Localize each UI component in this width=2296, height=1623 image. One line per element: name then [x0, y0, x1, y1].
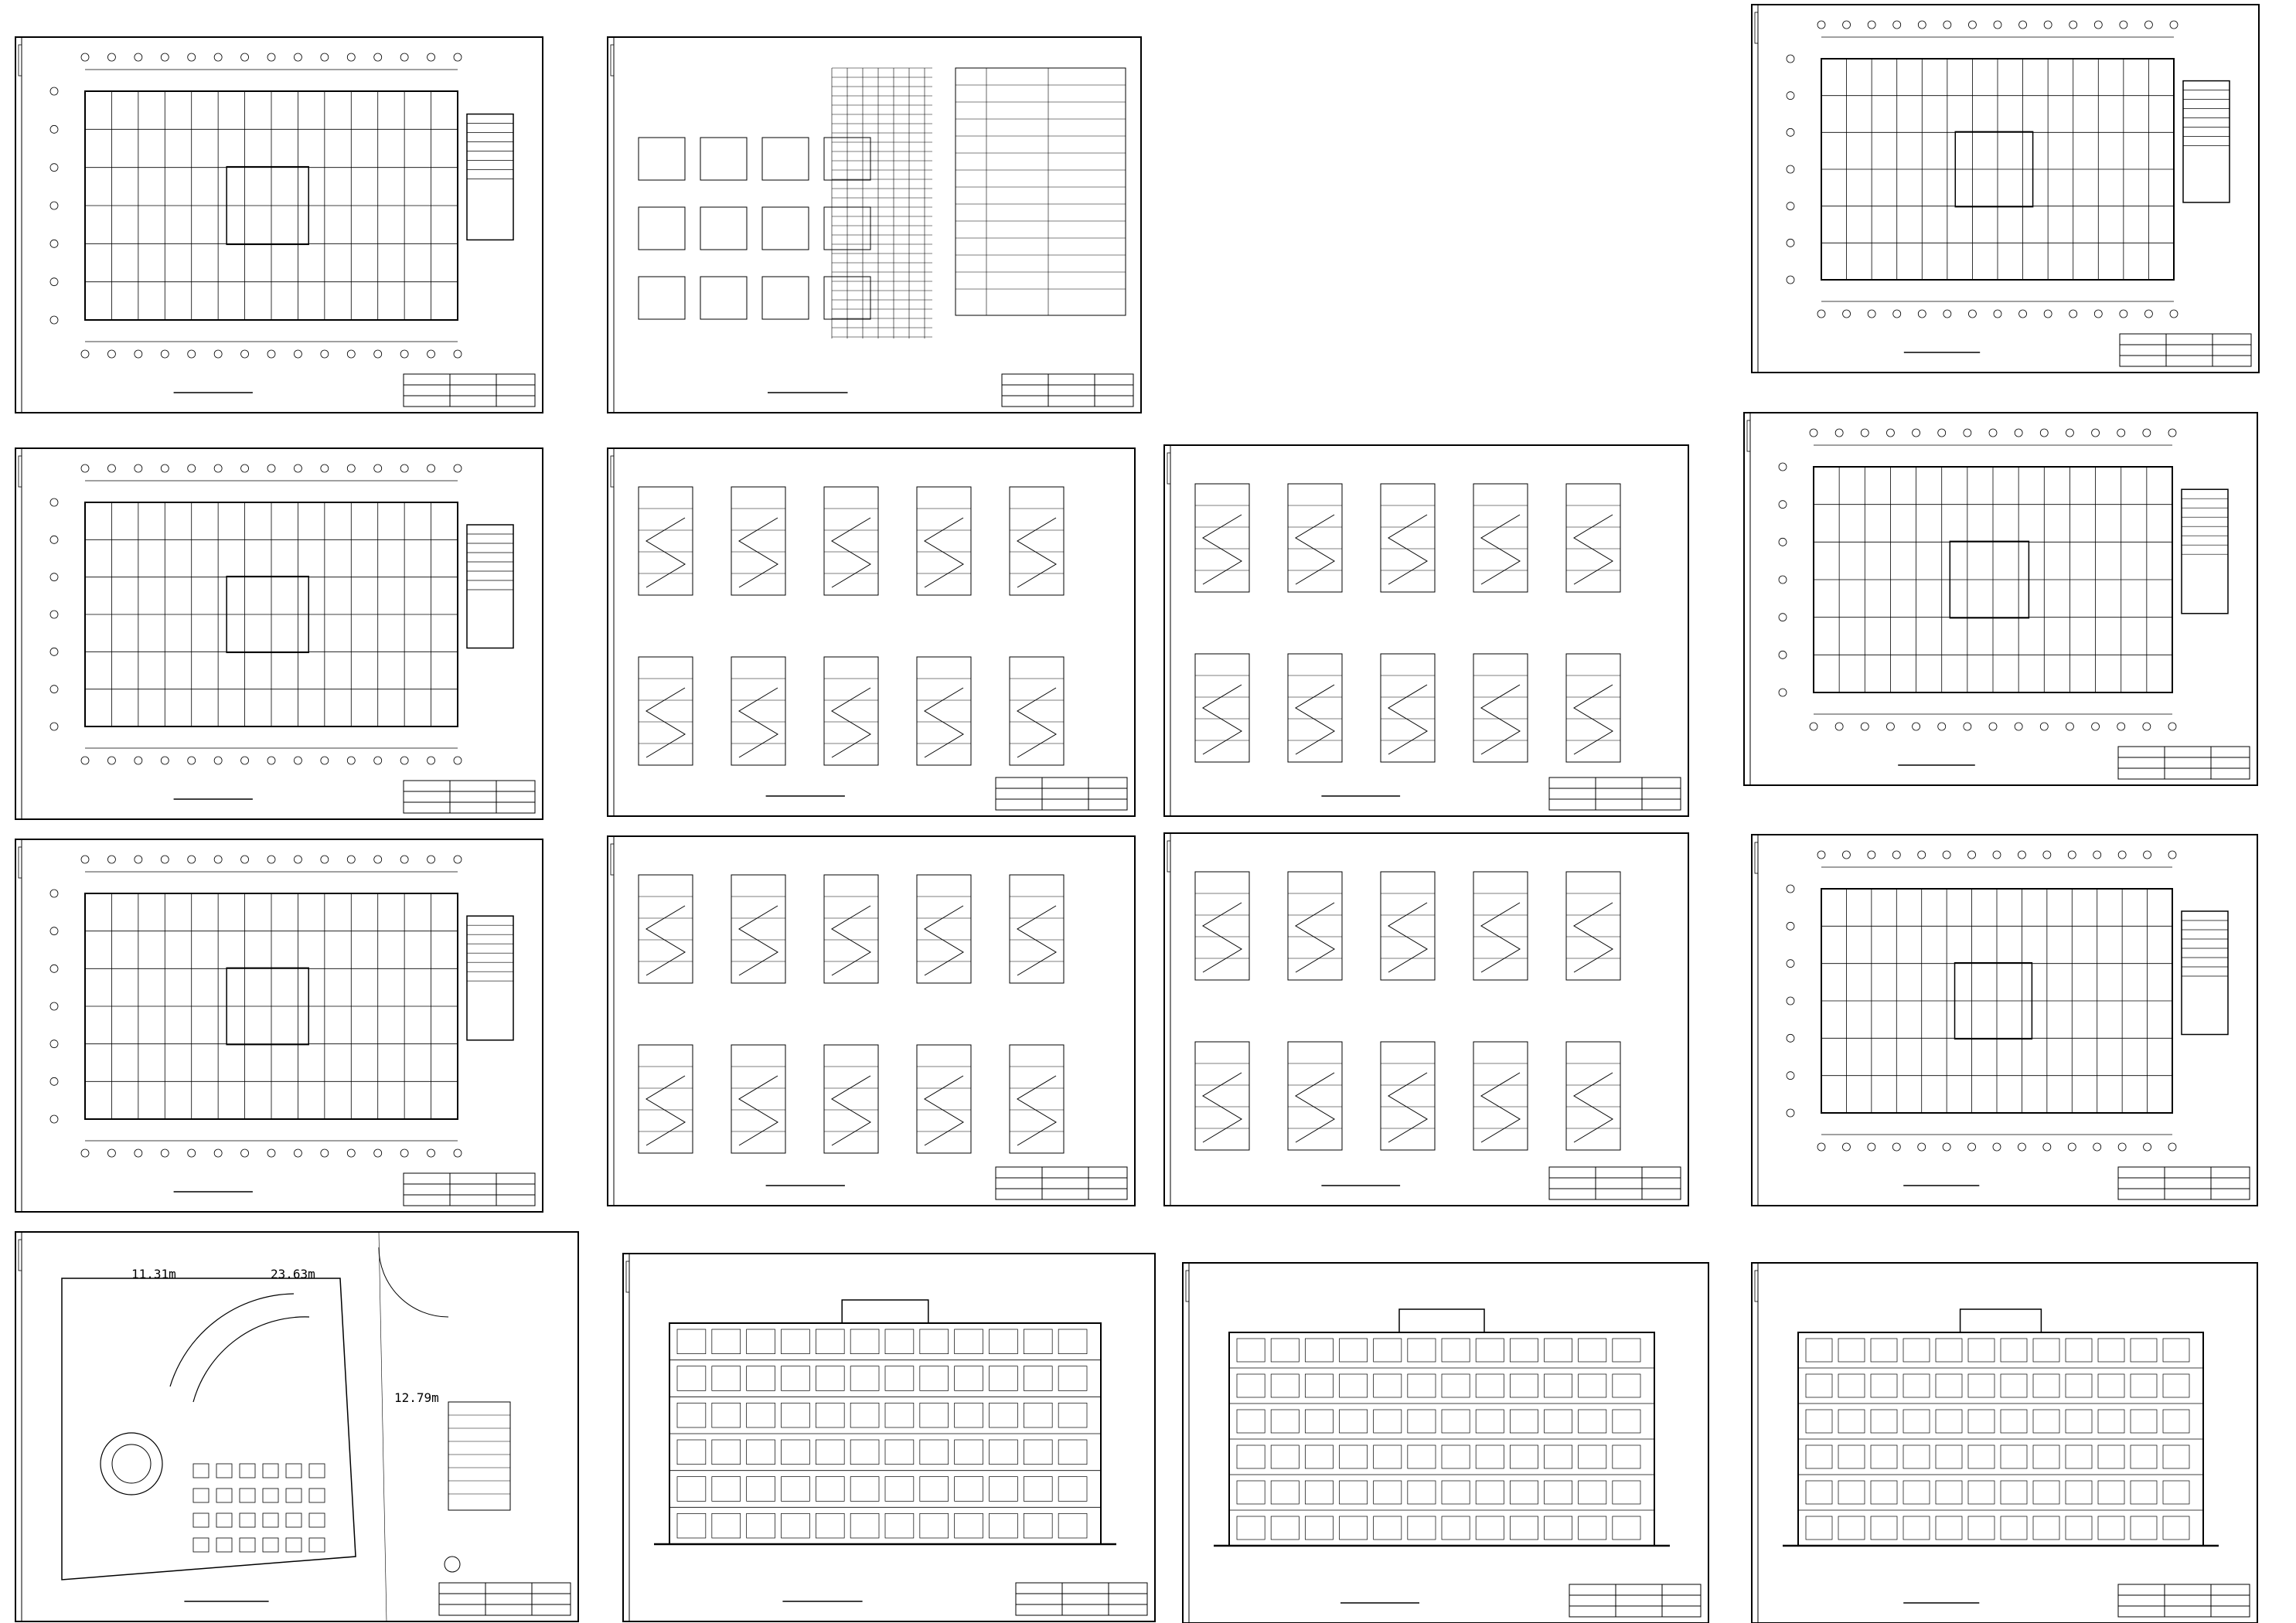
site-dimension-label: 23.63m: [271, 1267, 315, 1281]
drawing-sheet-plan-typical-b: [15, 839, 543, 1213]
drawing-sheet-elevation-sides: [622, 1253, 1156, 1622]
drawing-sheet-roof-plan: [15, 36, 543, 413]
drawing-sheet-stair-sections: [1163, 832, 1689, 1206]
drawing-sheet-site-plan: 11.31m 23.63m 12.79m: [15, 1231, 579, 1622]
drawing-sheet-door-window-schedule: [607, 36, 1142, 413]
site-dimension-label: 12.79m: [394, 1390, 439, 1405]
drawing-sheet-elevation-front: [1182, 1262, 1709, 1623]
site-dimension-label: 11.31m: [131, 1267, 176, 1281]
drawing-sheet-elevation-rear: [1751, 1262, 2258, 1623]
drawing-sheet-toilet-details: [607, 835, 1136, 1206]
drawing-sheet-plan-second: [1743, 412, 2258, 786]
drawing-sheet-wall-details: [1163, 444, 1689, 817]
drawing-sheet-plan-ground: [1751, 834, 2258, 1206]
drawing-sheet-stair-details: [607, 447, 1136, 817]
drawing-sheet-plan-typical-a: [15, 447, 543, 820]
drawing-sheet-plan-upper-b: [1751, 4, 2260, 373]
